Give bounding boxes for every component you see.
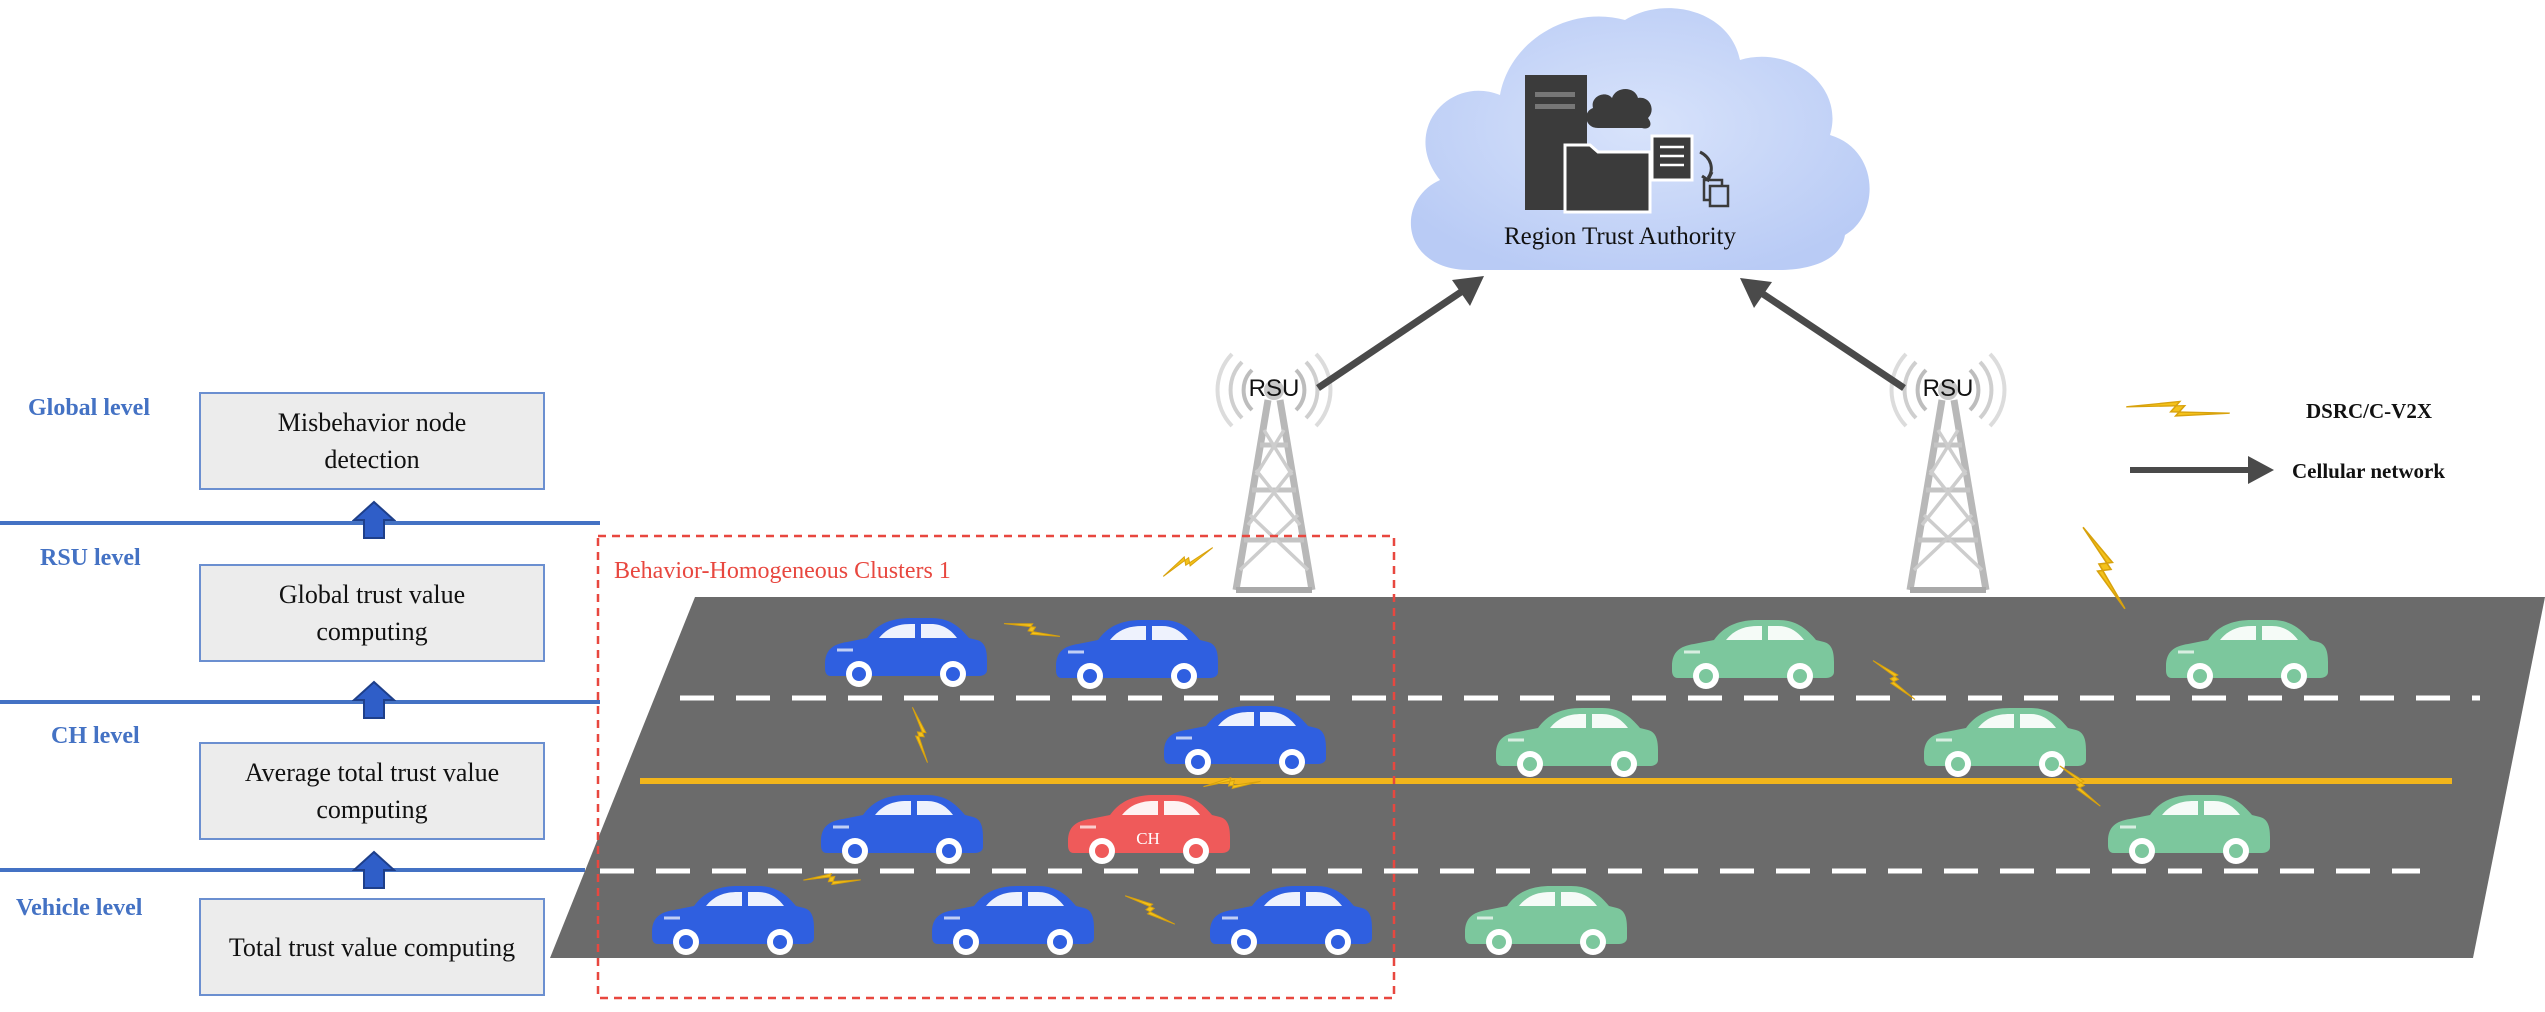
lightning-icon (1162, 533, 1214, 591)
cellular-arrow (1740, 278, 1906, 391)
up-arrow-icon (352, 500, 396, 539)
lightning-icon (2058, 526, 2150, 610)
rsu-level-label: RSU level (40, 545, 141, 571)
level-separator (0, 868, 585, 872)
cloud-label: Region Trust Authority (1504, 223, 1736, 250)
road (550, 597, 2545, 958)
average-trust-box: Average total trust value computing (199, 742, 545, 840)
vehicle-level-label: Vehicle level (16, 895, 143, 921)
rsu-label: RSU (1923, 375, 1974, 402)
global-trust-box: Global trust value computing (199, 564, 545, 662)
cluster-boundary (596, 534, 1396, 1000)
level-separator (0, 521, 600, 525)
total-trust-box: Total trust value computing (199, 898, 545, 996)
misbehavior-detection-box: Misbehavior node detection (199, 392, 545, 490)
box-text: Global trust value computing (278, 580, 466, 646)
document-icon (1650, 134, 1694, 182)
up-arrow-icon (352, 680, 396, 719)
global-level-label: Global level (28, 395, 150, 421)
cluster-label: Behavior-Homogeneous Clusters 1 (614, 558, 951, 584)
cellular-arrow (1316, 276, 1484, 391)
legend-arrow-icon (2130, 456, 2274, 484)
box-text: Total trust value computing (228, 932, 516, 962)
box-text: Average total trust value computing (244, 758, 500, 824)
level-separator (0, 700, 600, 704)
cluster-head-label: CH (1136, 829, 1160, 848)
box-text: Misbehavior node detection (277, 408, 467, 474)
rsu-label: RSU (1249, 375, 1300, 402)
legend-dsrc-label: DSRC/C-V2X (2306, 399, 2432, 423)
folder-icon (1563, 143, 1652, 214)
legend-cellular-label: Cellular network (2292, 459, 2445, 483)
ch-level-label: CH level (51, 723, 140, 749)
up-arrow-icon (352, 850, 396, 889)
region-trust-authority-cloud (1410, 8, 1870, 270)
legend-lightning-icon (2125, 381, 2231, 439)
